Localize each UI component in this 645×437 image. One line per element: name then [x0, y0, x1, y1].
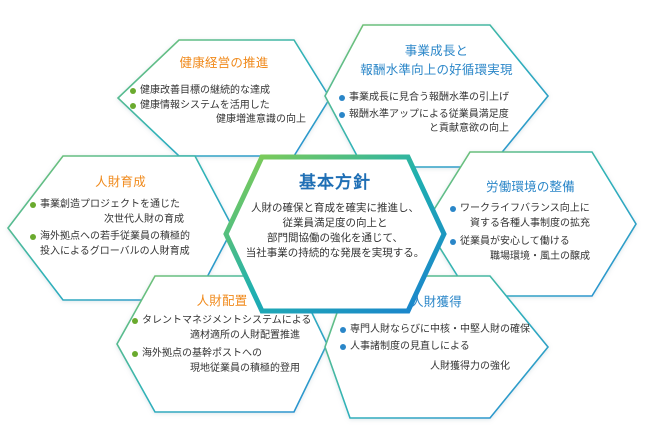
workenv-title: 労働環境の整備	[486, 179, 575, 194]
bullet-icon	[132, 318, 138, 324]
item-text: 人事諸制度の見直しによる	[350, 340, 470, 352]
bullet-icon	[339, 111, 345, 118]
bullet-icon	[30, 202, 36, 208]
list-item: 報酬水準アップによる従業員満足度と貢献意欲の向上	[339, 108, 509, 137]
list-item: 健康情報システムを活用した健康増進意識の向上	[130, 99, 306, 128]
placement-title: 人財配置	[196, 293, 248, 308]
workenv-title-wrap: 労働環境の整備	[425, 176, 636, 195]
bullet-icon	[450, 239, 456, 245]
center-content: 基本方針 人財の確保と育成を確実に推進し、 従業員満足度の向上と 部門間協働の強…	[240, 168, 430, 261]
center-line-2: 従業員満足度の向上と	[282, 217, 388, 229]
item-text: タレントマネジメントシステムによる	[142, 315, 312, 326]
hex-center	[223, 154, 447, 314]
list-item: ワークライフバランス向上に資する各種人事制度の拡充	[450, 202, 590, 231]
development-title-wrap: 人財育成	[8, 171, 233, 190]
item-text: 事業成長に見合う報酬水準の引上げ	[349, 92, 509, 103]
workenv-items: ワークライフバランス向上に資する各種人事制度の拡充 従業員が安心して働ける職場環…	[450, 202, 590, 264]
health-title: 健康経営の推進	[179, 55, 269, 70]
growth-items: 事業成長に見合う報酬水準の引上げ 報酬水準アップによる従業員満足度と貢献意欲の向…	[339, 91, 509, 137]
bullet-icon	[450, 206, 456, 212]
list-item: 従業員が安心して働ける職場環境・風土の醸成	[450, 235, 590, 264]
item-text-line2: と貢献意欲の向上	[429, 123, 509, 134]
acquisition-title: 人財獲得	[411, 294, 462, 309]
bullet-icon	[339, 95, 345, 101]
bullet-icon	[132, 351, 138, 357]
item-text-line2: 適材適所の人財配置推進	[190, 329, 300, 341]
item-text-line2: 人財獲得力の強化	[430, 361, 510, 372]
acquisition-title-wrap: 人財獲得	[325, 291, 548, 310]
center-line-1: 人財の確保と育成を確実に推進し、	[251, 202, 419, 214]
list-item: 専門人財ならびに中核・中堅人財の確保	[340, 323, 530, 338]
growth-title-wrap: 事業成長と 報酬水準向上の好循環実現	[325, 40, 548, 78]
bullet-icon	[130, 88, 136, 94]
health-items: 健康改善目標の継続的な達成 健康情報システムを活用した健康増進意識の向上	[130, 84, 306, 128]
item-text-line2: 資する各種人事制度の拡充	[470, 217, 590, 229]
development-title: 人財育成	[95, 174, 146, 189]
item-text-line2: 次世代人財の育成	[104, 213, 184, 225]
list-item: 人事諸制度の見直しによる人財獲得力の強化	[340, 340, 530, 375]
health-title-wrap: 健康経営の推進	[118, 52, 330, 71]
item-text: 専門人財ならびに中核・中堅人財の確保	[350, 324, 530, 335]
item-text-line2: 現地従業員の積極的登用	[190, 362, 300, 374]
center-line-4: 当社事業の持続的な発展を実現する。	[245, 247, 425, 259]
bullet-icon	[340, 327, 346, 333]
development-items: 事業創造プロジェクトを通じた次世代人財の育成 海外拠点への若手従業員の積極的投入…	[30, 198, 190, 259]
acquisition-items: 専門人財ならびに中核・中堅人財の確保 人事諸制度の見直しによる人財獲得力の強化	[340, 323, 530, 375]
bullet-icon	[340, 343, 346, 350]
item-text: ワークライフバランス向上に	[460, 203, 590, 214]
placement-items: タレントマネジメントシステムによる適材適所の人財配置推進 海外拠点の基幹ポストへ…	[132, 314, 311, 376]
item-text-line2: 健康増進意識の向上	[216, 114, 306, 125]
item-text-line2: 投入によるグローバルの人財育成	[40, 245, 190, 257]
item-text: 従業員が安心して働ける	[460, 236, 570, 247]
item-text: 健康情報システムを活用した	[140, 99, 270, 111]
item-text: 健康改善目標の継続的な達成	[140, 85, 270, 96]
item-text: 報酬水準アップによる従業員満足度	[349, 108, 509, 120]
placement-title-wrap: 人財配置	[117, 290, 327, 309]
center-line-3: 部門間協働の強化を通じて、	[267, 232, 403, 244]
growth-title-1: 事業成長と	[404, 43, 469, 58]
center-title: 基本方針	[299, 173, 371, 193]
bullet-icon	[130, 102, 136, 109]
list-item: タレントマネジメントシステムによる適材適所の人財配置推進	[132, 314, 311, 343]
list-item: 海外拠点への若手従業員の積極的投入によるグローバルの人財育成	[30, 230, 190, 259]
bullet-icon	[30, 234, 36, 240]
item-text-line2: 職場環境・風土の醸成	[490, 250, 590, 262]
list-item: 事業成長に見合う報酬水準の引上げ	[339, 91, 509, 106]
growth-title-2: 報酬水準向上の好循環実現	[360, 62, 513, 77]
item-text: 海外拠点の基幹ポストへの	[142, 348, 262, 359]
list-item: 健康改善目標の継続的な達成	[130, 84, 306, 99]
item-text: 事業創造プロジェクトを通じた	[40, 199, 180, 210]
list-item: 事業創造プロジェクトを通じた次世代人財の育成	[30, 198, 190, 227]
list-item: 海外拠点の基幹ポストへの現地従業員の積極的登用	[132, 347, 311, 376]
item-text: 海外拠点への若手従業員の積極的	[40, 231, 190, 242]
